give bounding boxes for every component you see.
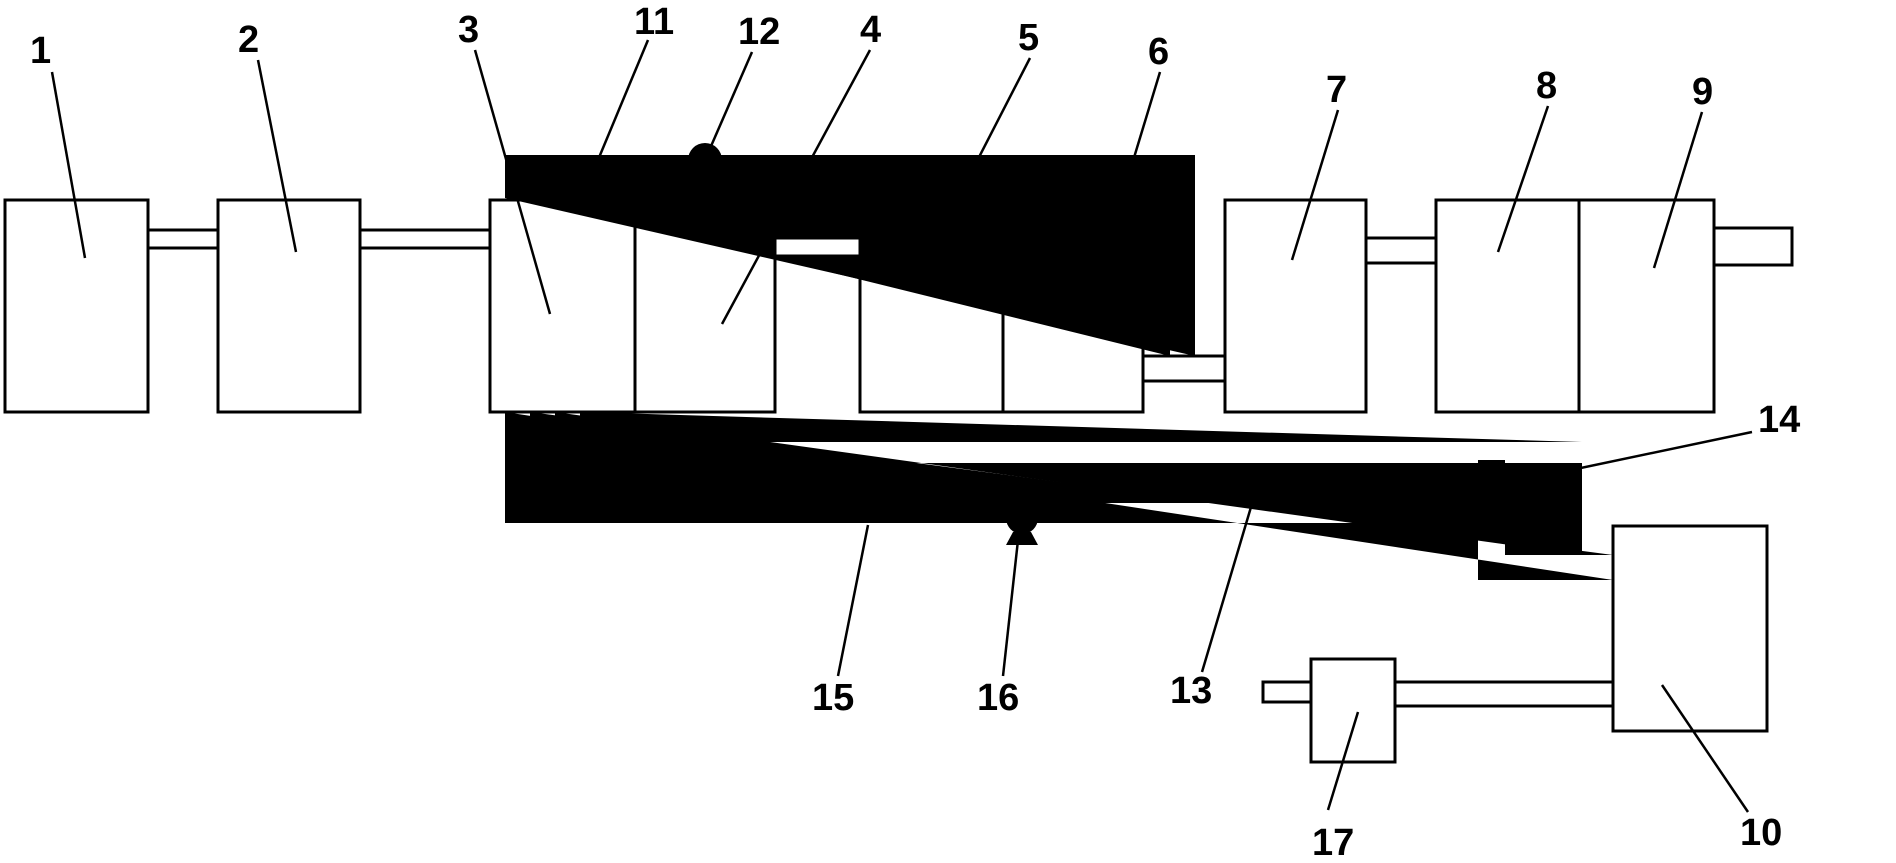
label-12: 12 [738, 11, 780, 53]
leader-1 [50, 71, 87, 259]
leader-12 [703, 51, 754, 161]
pipe-10-17 [1393, 680, 1615, 708]
leader-6 [1090, 71, 1162, 297]
leader-14 [1499, 430, 1753, 487]
pipe-6-7 [1141, 354, 1227, 383]
leader-7 [1290, 109, 1340, 261]
label-6: 6 [1148, 31, 1169, 73]
pipe-7-8 [1364, 236, 1438, 265]
label-4: 4 [860, 9, 881, 51]
leader-3 [473, 49, 552, 315]
label-2: 2 [238, 19, 259, 61]
label-13: 13 [1170, 670, 1212, 712]
tank-3-4 [488, 198, 777, 414]
leader-8 [1496, 105, 1550, 253]
label-17: 17 [1312, 822, 1354, 863]
pump-16 [1006, 502, 1038, 545]
pipe-1-2 [146, 228, 220, 250]
label-11: 11 [634, 1, 674, 43]
pipe-outlet-9 [1712, 226, 1794, 267]
tank-8-9 [1434, 198, 1716, 414]
label-14: 14 [1758, 399, 1800, 441]
leader-9 [1652, 111, 1704, 269]
leader-11 [596, 39, 650, 161]
leader-13 [1200, 469, 1264, 673]
label-3: 3 [458, 9, 479, 51]
leader-4 [720, 49, 872, 325]
pipe-13-outer [555, 412, 1582, 555]
return-pipe-11-inner [530, 175, 1170, 356]
label-10: 10 [1740, 812, 1782, 854]
pipe-4-5 [773, 236, 862, 258]
pipe-13-inner [580, 412, 1582, 442]
label-1: 1 [30, 30, 51, 72]
label-5: 5 [1018, 17, 1039, 59]
label-8: 8 [1536, 65, 1557, 107]
leader-15 [836, 524, 870, 677]
tank-2 [216, 198, 362, 414]
label-15: 15 [812, 677, 854, 719]
leader-16 [1001, 521, 1022, 677]
unit-17 [1309, 657, 1397, 764]
leader-5 [920, 57, 1032, 269]
leader-2 [256, 59, 298, 253]
pipe-2-3 [358, 228, 492, 250]
label-7: 7 [1326, 69, 1347, 111]
pump-12 [688, 143, 722, 190]
tank-1 [3, 198, 150, 414]
tank-10 [1611, 524, 1769, 733]
pipe-17-stub [1261, 680, 1313, 704]
label-16: 16 [977, 677, 1019, 719]
tank-7 [1223, 198, 1368, 414]
label-9: 9 [1692, 71, 1713, 113]
leader-17 [1326, 711, 1360, 811]
leader-10 [1660, 684, 1750, 813]
